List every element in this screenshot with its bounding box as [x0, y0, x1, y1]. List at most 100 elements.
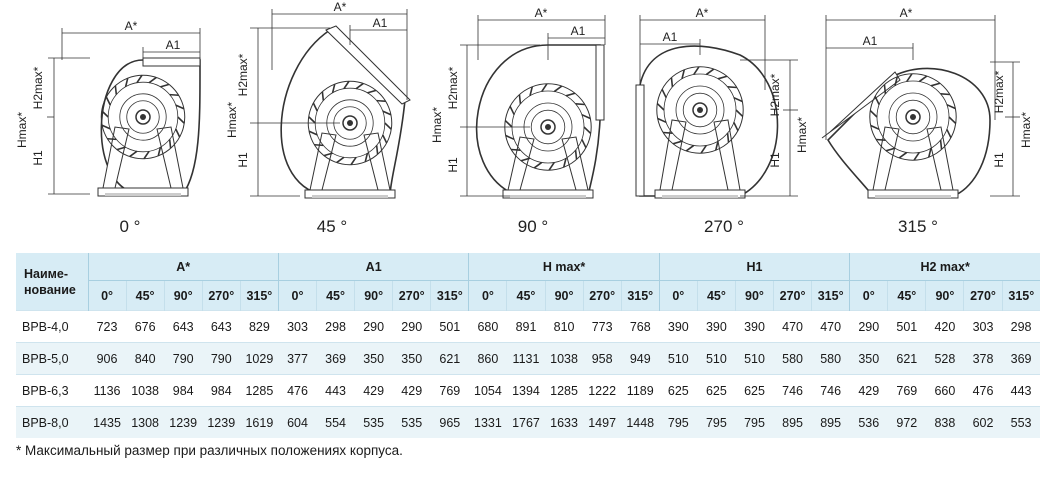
impeller-blade: [874, 95, 880, 106]
dimension-label: A1: [373, 16, 388, 30]
impeller-blade: [894, 76, 899, 87]
impeller-blade: [116, 146, 126, 151]
value-cell: 470: [782, 319, 803, 334]
value-cell: 602: [963, 406, 1003, 438]
shaft: [140, 114, 146, 120]
impeller-blade: [548, 162, 555, 171]
value-cell: 1308: [126, 406, 165, 438]
group-header: H2 max*: [849, 253, 1041, 281]
impeller-blade: [726, 133, 730, 143]
angle-header: 45°: [316, 280, 355, 311]
value-cell: 553: [1002, 406, 1041, 438]
angle-header: 0°: [87, 280, 127, 311]
value-cell: 1189: [626, 383, 654, 398]
value-cell: 773: [591, 319, 613, 334]
value-cell: 838: [925, 406, 964, 438]
value-cell: 290: [858, 319, 880, 334]
angle-header: 270°: [963, 280, 1003, 311]
value-cell: 429: [363, 383, 385, 398]
hub: [342, 115, 358, 131]
fan-drawing: [654, 66, 746, 199]
impeller-ring: [869, 73, 957, 161]
dimension-label: H1: [446, 157, 460, 173]
shaft: [545, 124, 551, 130]
dimension-label: A1: [571, 24, 586, 38]
support-leg: [872, 126, 900, 191]
impeller-blade: [160, 83, 170, 88]
base-shadow: [875, 195, 951, 198]
impeller-blade: [520, 157, 531, 162]
value-cell: 290: [401, 319, 423, 334]
dimension-label: A1: [663, 30, 678, 44]
value-cell: 1038: [131, 383, 160, 398]
value-cell: 1222: [588, 383, 617, 398]
angle-header: 45°: [887, 280, 926, 311]
fan-drawing: [304, 80, 396, 199]
dimension-label: H2max*: [768, 73, 782, 116]
impeller-blade: [367, 89, 377, 94]
value-cell: 790: [202, 342, 241, 375]
value-cell: 723: [96, 319, 118, 334]
angle-header: 270°: [392, 280, 431, 311]
impeller-blade: [168, 139, 172, 149]
angle-caption: 90 °: [517, 217, 549, 236]
value-cell: 604: [278, 406, 317, 438]
base-shadow: [662, 195, 738, 198]
impeller-blade: [575, 103, 585, 106]
value-cell: 1029: [240, 342, 279, 375]
value-cell: 298: [1010, 319, 1032, 334]
value-cell: 965: [430, 406, 469, 438]
angle-header: 315°: [239, 280, 279, 311]
angle-header: 315°: [430, 280, 469, 311]
value-cell: 643: [172, 319, 194, 334]
value-cell: 746: [820, 383, 842, 398]
value-cell: 350: [849, 342, 888, 375]
impeller-blade: [670, 77, 674, 87]
angle-header: 90°: [354, 280, 393, 311]
impeller-blade: [553, 85, 563, 93]
value-cell: 621: [430, 342, 469, 375]
value-cell: 769: [439, 383, 461, 398]
hub: [135, 109, 151, 125]
angle-caption: 0 °: [119, 217, 141, 236]
impeller-blade: [927, 147, 932, 158]
impeller-blade: [883, 84, 887, 94]
value-cell: 1331: [468, 406, 507, 438]
dimension-label: H1: [992, 152, 1006, 168]
shaft: [910, 114, 916, 120]
value-cell: 895: [811, 406, 850, 438]
impeller-blade: [355, 82, 364, 90]
impeller-blade: [376, 99, 386, 103]
value-cell: 625: [705, 383, 727, 398]
angle-caption: 270 °: [704, 217, 744, 236]
angle-header: 0°: [658, 280, 698, 311]
value-cell: 1435: [88, 406, 127, 438]
impeller-blade: [870, 124, 880, 131]
hub: [692, 102, 708, 118]
angle-header: 45°: [696, 280, 736, 311]
dimension-label: Hmax*: [225, 102, 239, 138]
impeller-blade: [885, 147, 896, 152]
impeller-blade: [509, 105, 515, 116]
base-shadow: [105, 193, 181, 196]
dimension-label: A*: [334, 0, 347, 14]
value-cell: 390: [744, 319, 765, 334]
impeller-blade: [574, 150, 578, 160]
value-cell: 984: [210, 383, 232, 398]
value-cell: 860: [468, 342, 507, 375]
fan-casing: [280, 28, 406, 197]
value-cell: 476: [287, 383, 308, 398]
impeller-blade: [714, 140, 719, 151]
impeller-blade: [930, 82, 941, 87]
angle-caption: 315 °: [898, 217, 938, 236]
impeller-blade: [169, 93, 179, 97]
dimension-label: Hmax*: [15, 112, 29, 148]
value-cell: 1285: [245, 383, 274, 398]
impeller-blade: [705, 68, 715, 76]
angle-header: 270°: [201, 280, 241, 311]
impeller-blade: [533, 161, 543, 169]
impeller-blade: [350, 156, 357, 166]
value-cell: 476: [972, 383, 994, 398]
